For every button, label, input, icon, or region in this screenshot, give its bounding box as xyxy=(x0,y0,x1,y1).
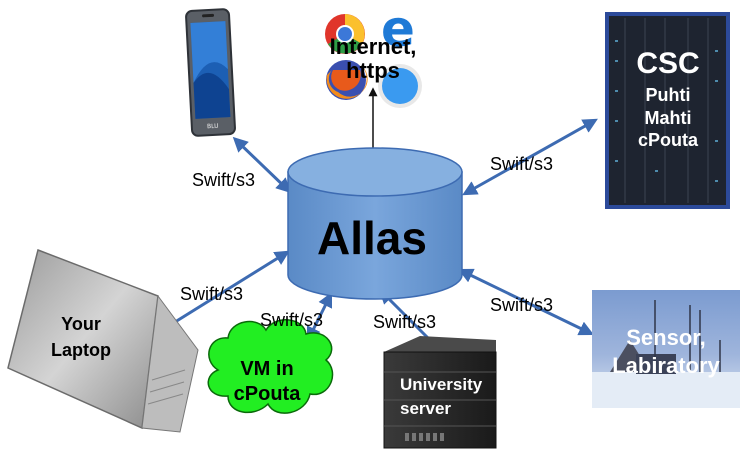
arrow-laptop xyxy=(163,250,290,330)
connection-arrows xyxy=(163,118,598,354)
laptop-label-line2: Laptop xyxy=(51,340,111,360)
protocol-labels: Swift/s3 Swift/s3 Swift/s3 Swift/s3 Swif… xyxy=(180,154,553,332)
svg-text:BLU: BLU xyxy=(207,123,219,131)
arrow-phone xyxy=(232,136,292,194)
server-label-line2: server xyxy=(400,399,451,418)
csc-line-puhti: Puhti xyxy=(646,85,691,105)
edge-icon: e xyxy=(381,0,415,58)
protocol-label-phone: Swift/s3 xyxy=(192,170,255,190)
firefox-icon xyxy=(326,60,368,100)
university-server: University server xyxy=(383,336,497,449)
safari-icon xyxy=(378,64,422,108)
arrow-csc xyxy=(462,118,598,196)
csc-datacenter-image: CSC Puhti Mahti cPouta xyxy=(605,12,730,209)
sensor-lab-image: Sensor, Labiratory xyxy=(592,290,740,408)
internet-label-line2: https xyxy=(346,58,400,83)
chrome-icon xyxy=(325,14,365,54)
vm-label-line1: VM in xyxy=(240,358,293,380)
csc-title: CSC xyxy=(636,47,699,80)
allas-storage-cylinder: Allas xyxy=(287,147,463,300)
arrow-vm xyxy=(306,291,333,343)
svg-text:e: e xyxy=(381,0,415,58)
browser-icons: e xyxy=(325,0,422,108)
protocol-label-csc: Swift/s3 xyxy=(490,154,553,174)
sensor-label-line2: Labiratory xyxy=(612,353,720,378)
allas-label: Allas xyxy=(317,212,427,264)
csc-line-mahti: Mahti xyxy=(645,108,692,128)
laptop-label-line1: Your xyxy=(61,314,101,334)
protocol-label-laptop: Swift/s3 xyxy=(180,284,243,304)
laptop: Your Laptop xyxy=(7,248,199,433)
smartphone: BLU xyxy=(185,8,236,137)
arrow-sensor xyxy=(457,268,595,336)
vm-cloud: VM in cPouta xyxy=(207,319,334,414)
protocol-label-server: Swift/s3 xyxy=(373,312,436,332)
protocol-label-sensor: Swift/s3 xyxy=(490,295,553,315)
protocol-label-vm: Swift/s3 xyxy=(260,310,323,330)
server-label-line1: University xyxy=(400,375,483,394)
sensor-label-line1: Sensor, xyxy=(626,325,705,350)
csc-line-cpouta: cPouta xyxy=(638,130,699,150)
vm-label-line2: cPouta xyxy=(234,383,302,405)
internet-label-line1: Internet, xyxy=(330,34,417,59)
